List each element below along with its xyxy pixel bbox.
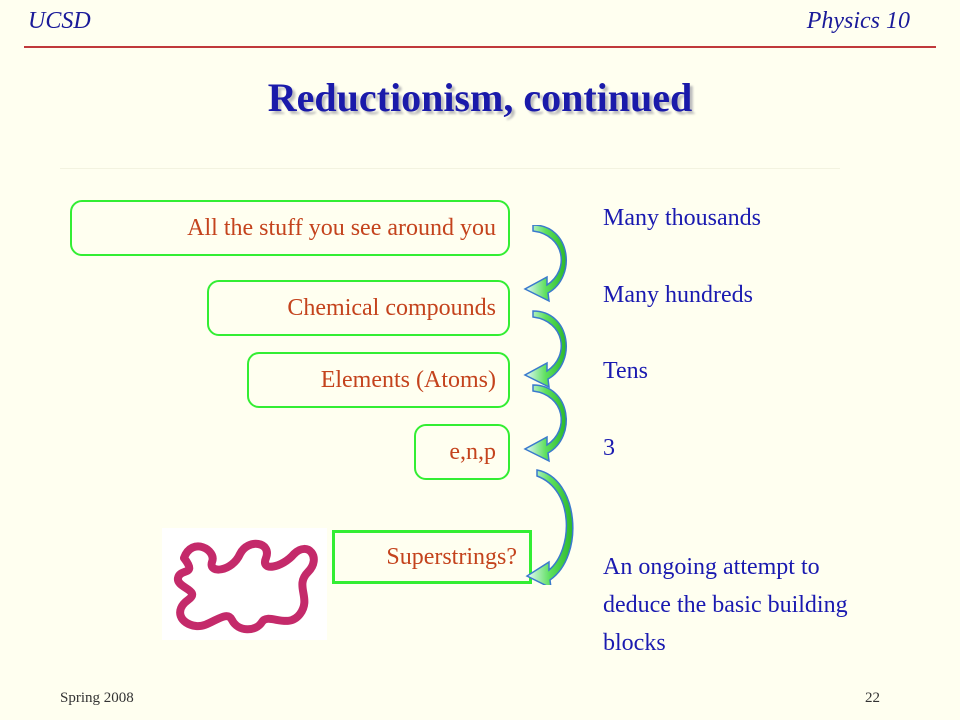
superstring-loop-image (162, 528, 327, 640)
curved-arrow-4 (525, 469, 574, 585)
level-label: All the stuff you see around you (187, 214, 496, 241)
note-line: blocks (603, 630, 666, 656)
curved-arrow-2 (523, 310, 567, 389)
footer-date: Spring 2008 (60, 690, 134, 706)
divider (60, 168, 840, 169)
slide-title: Reductionism, continued (267, 75, 693, 120)
level-box-superstrings: Superstrings? (332, 530, 532, 584)
slide-number: 22 (865, 690, 880, 706)
note-line: deduce the basic building (603, 592, 848, 618)
arrows-graphic (523, 225, 574, 585)
curved-arrow-3 (523, 384, 567, 463)
count-compounds: Many hundreds (603, 282, 753, 308)
count-enp: 3 (603, 435, 615, 461)
header-right: Physics 10 (806, 8, 910, 34)
count-stuff: Many thousands (603, 205, 761, 231)
curved-arrow-1 (523, 225, 567, 303)
level-label: Elements (Atoms) (320, 366, 496, 393)
ongoing-attempt-note: An ongoing attempt to deduce the basic b… (603, 548, 848, 662)
count-elements: Tens (603, 358, 648, 384)
level-box-enp: e,n,p (414, 424, 510, 480)
header-left: UCSD (28, 8, 91, 34)
level-label: Superstrings? (386, 543, 517, 570)
level-box-compounds: Chemical compounds (207, 280, 510, 336)
header-rule (24, 46, 936, 48)
note-line: An ongoing attempt to (603, 554, 820, 580)
level-box-stuff: All the stuff you see around you (70, 200, 510, 256)
level-label: e,n,p (449, 438, 496, 465)
level-box-elements: Elements (Atoms) (247, 352, 510, 408)
level-label: Chemical compounds (287, 294, 496, 321)
